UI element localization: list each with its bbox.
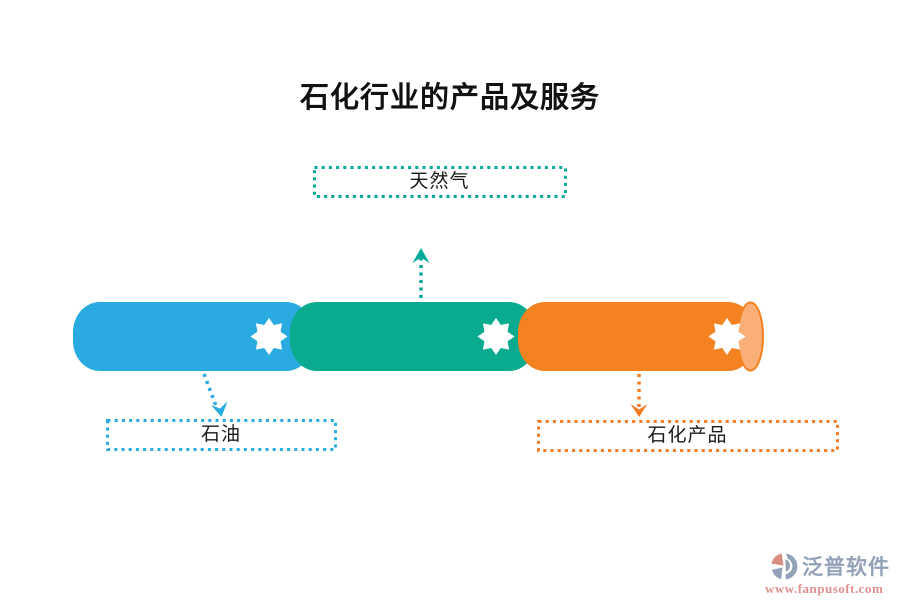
watermark-url: www.fanpusoft.com [765,581,884,596]
pipeline-segment-chem [518,302,755,371]
callout-box-gas [313,166,567,198]
callout-label-oil: 石油 [200,424,241,445]
pipeline-segment-oil [73,302,313,371]
arrow-gas-head [412,248,430,263]
watermark: 泛普软件 www.fanpusoft.com [756,551,896,597]
star-shape [477,318,515,355]
callout-label-gas: 天然气 [409,171,470,192]
pipeline-segment-gas [290,302,536,371]
watermark-brand-row: 泛普软件 [770,551,890,581]
page-title: 石化行业的产品及服务 [299,82,600,114]
callout-box-oil [106,419,337,451]
logo-swoosh [785,552,798,579]
logo-wedge [771,552,784,566]
star-icon [708,318,746,355]
star-icon [250,318,288,355]
logo-lower-segment [771,566,783,579]
arrow-oil-line [202,373,218,407]
star-shape [708,318,746,355]
fanpu-logo-icon [771,552,798,579]
star-shape [250,318,288,355]
callout-box-chem [537,420,839,452]
star-icon [477,318,515,355]
arrow-chem-head [630,404,648,417]
arrow-oil-head [211,401,228,417]
callout-label-chem: 石化产品 [647,425,728,446]
watermark-brand-text: 泛普软件 [802,556,890,579]
